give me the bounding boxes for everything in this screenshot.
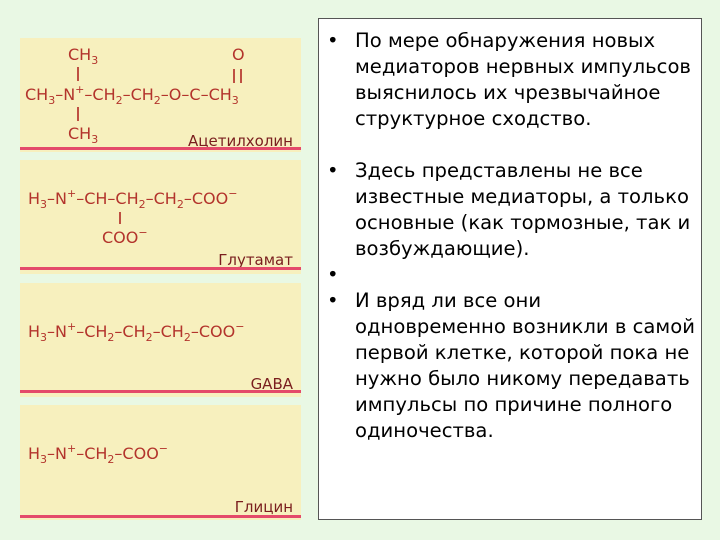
glutamate-panel: H3–N+–CH–CH2–CH2–COO− COO− Глутамат xyxy=(20,160,301,274)
acetylcholine-formula: CH3 CH3–N+–CH2–CH2–O–C–CH3 CH3 O xyxy=(25,45,245,146)
molecule-name: GABA xyxy=(250,375,293,393)
gaba-panel: H3–N+–CH2–CH2–CH2–COO− GABA xyxy=(20,283,301,397)
bullet-item: • xyxy=(325,262,695,288)
svg-text:CH3–N+–CH2–CH2–O–C–CH3: CH3–N+–CH2–CH2–O–C–CH3 xyxy=(25,83,239,107)
svg-text:COO−: COO− xyxy=(102,226,148,247)
acetylcholine-panel: CH3 CH3–N+–CH2–CH2–O–C–CH3 CH3 O Ацетилх… xyxy=(20,38,301,152)
svg-text:CH3: CH3 xyxy=(68,124,98,146)
oxygen-label: O xyxy=(232,45,245,64)
bullet-text: По мере обнаружения новых медиаторов нер… xyxy=(355,29,691,130)
bullet-icon: • xyxy=(327,263,339,286)
bullet-item: • Здесь представлены не все известные ме… xyxy=(325,158,695,262)
bullet-item: • По мере обнаружения новых медиаторов н… xyxy=(325,28,695,132)
divider-line xyxy=(20,515,301,518)
svg-text:CH3: CH3 xyxy=(68,45,98,67)
text-box: • По мере обнаружения новых медиаторов н… xyxy=(318,18,702,520)
svg-text:H3–N+–CH–CH2–CH2–COO−: H3–N+–CH–CH2–CH2–COO− xyxy=(28,187,237,211)
bullet-icon: • xyxy=(327,159,339,182)
bullet-text xyxy=(355,262,695,288)
svg-text:H3–N+–CH2–COO−: H3–N+–CH2–COO− xyxy=(28,442,168,466)
glycine-panel: H3–N+–CH2–COO− Глицин xyxy=(20,405,301,520)
bullet-icon: • xyxy=(327,29,339,52)
glutamate-formula: H3–N+–CH–CH2–CH2–COO− COO− xyxy=(28,187,237,247)
gaba-formula: H3–N+–CH2–CH2–CH2–COO− xyxy=(28,320,244,344)
divider-line xyxy=(20,147,301,150)
divider-line xyxy=(20,267,301,270)
divider-line xyxy=(20,390,301,393)
molecule-name: Ацетилхолин xyxy=(188,132,293,150)
svg-text:H3–N+–CH2–CH2–CH2–COO−: H3–N+–CH2–CH2–CH2–COO− xyxy=(28,320,244,344)
bullet-item: • И вряд ли все они одновременно возникл… xyxy=(325,288,695,444)
bullet-icon: • xyxy=(327,289,339,312)
glycine-formula: H3–N+–CH2–COO− xyxy=(28,442,168,466)
molecule-name: Глицин xyxy=(234,498,293,516)
bullet-text: И вряд ли все они одновременно возникли … xyxy=(355,289,695,442)
bullet-text: Здесь представлены не все известные меди… xyxy=(355,159,691,260)
molecule-name: Глутамат xyxy=(218,251,293,269)
